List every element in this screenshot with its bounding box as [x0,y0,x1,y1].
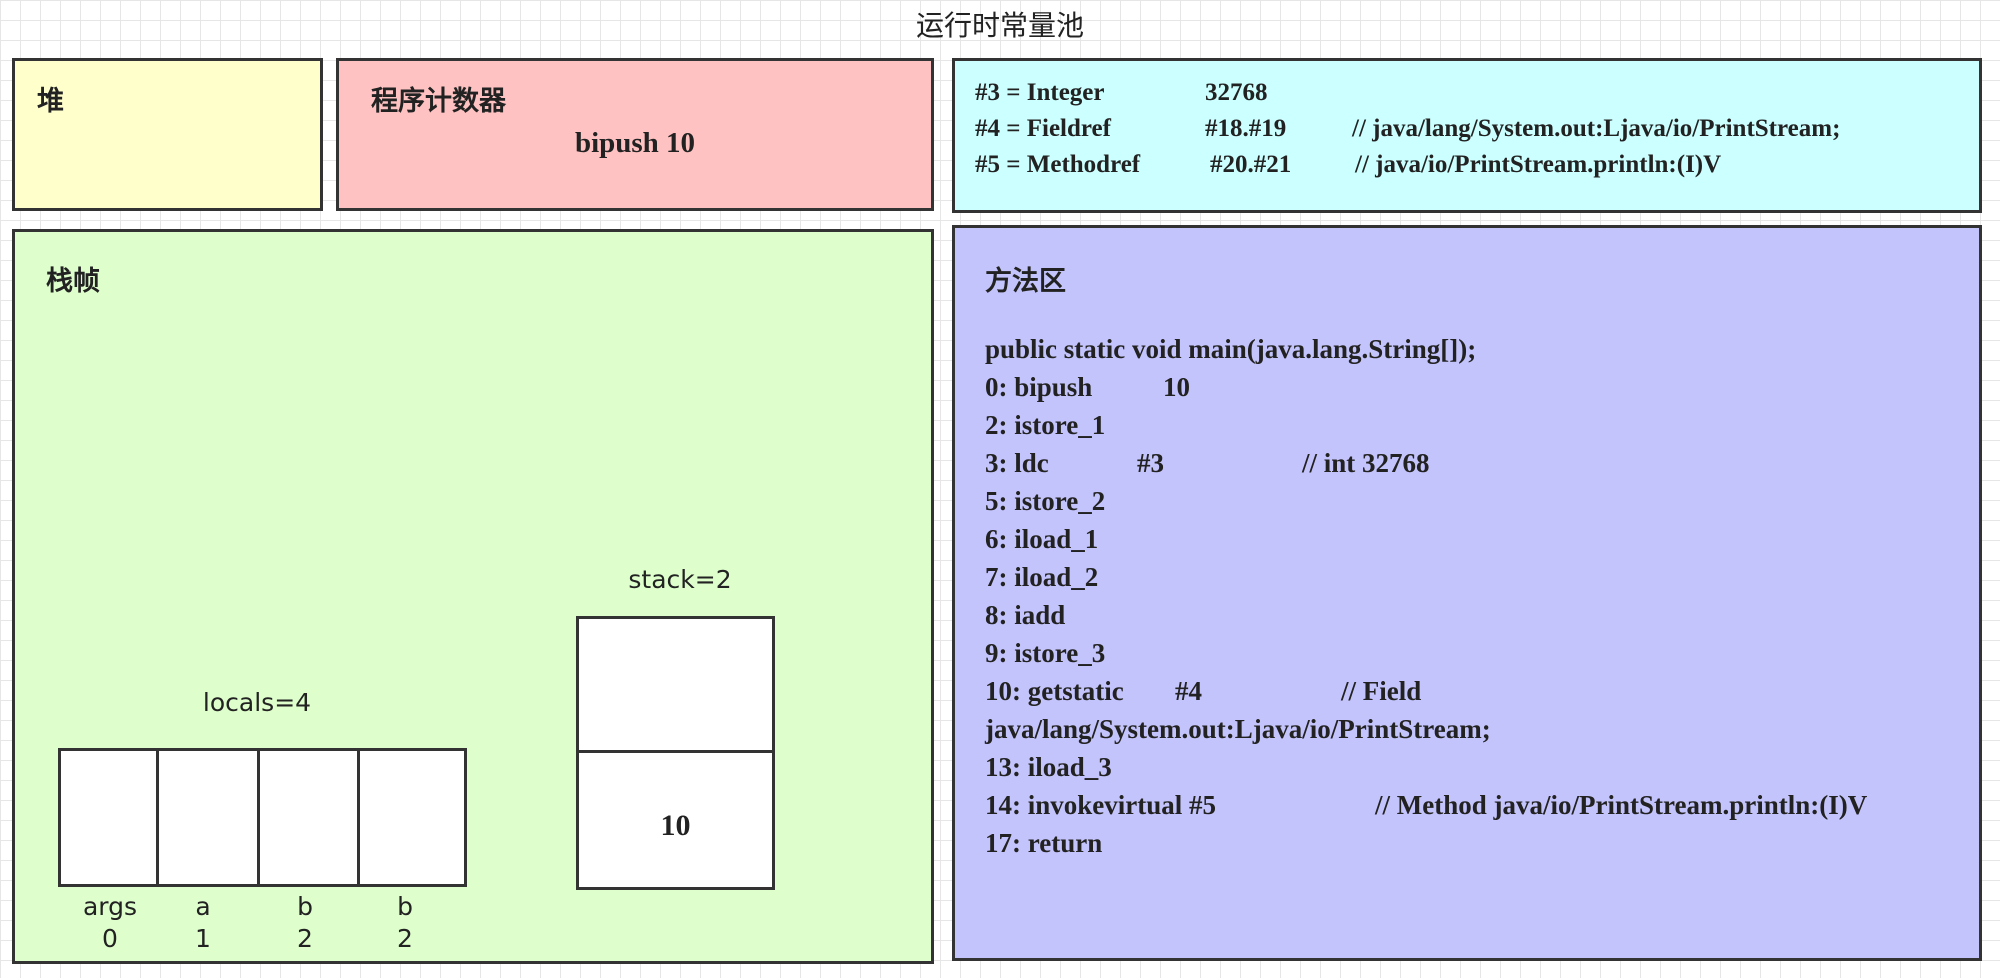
local-slot-3 [357,748,467,887]
local-name-3: b [397,892,413,921]
local-index-2: 2 [297,924,313,953]
local-name-2: b [297,892,313,921]
local-index-3: 2 [397,924,413,953]
pc-register-title: 程序计数器 [371,86,506,117]
pool-entry: #4 = Fieldref#18.#19// java/lang/System.… [975,115,1841,142]
bytecode-line: 3: ldc#3// int 32768 [985,448,1430,478]
bytecode-line: 14: invokevirtual #5// Method java/io/Pr… [985,790,1868,820]
bytecode-line: 10: getstatic#4// Field [985,676,1422,706]
local-name-0: args [82,892,138,921]
bytecode-line: 9: istore_3 [985,638,1106,668]
pc-register-instruction: bipush 10 [574,127,696,159]
constant-pool-title: 运行时常量池 [915,9,1084,42]
local-slot-0 [58,748,159,887]
bytecode-line: 8: iadd [985,600,1066,630]
local-slot-2 [257,748,360,887]
locals-label: locals=4 [202,688,312,717]
heap-title: 堆 [37,86,64,117]
stack-slot-bottom: 10 [576,750,775,890]
bytecode-line: 17: return [985,828,1103,858]
pool-entry: #5 = Methodref#20.#21// java/io/PrintStr… [975,151,1722,178]
stack-slot-value: 10 [660,809,691,842]
bytecode-line: 6: iload_1 [985,524,1099,554]
bytecode-line: 5: istore_2 [985,486,1106,516]
heap-box: 堆 [12,58,323,211]
stack-label: stack=2 [628,565,732,594]
method-area-box: 方法区 [952,225,1982,961]
local-slot-1 [156,748,260,887]
constant-pool-box [952,58,1982,213]
bytecode-line: 7: iload_2 [985,562,1099,592]
bytecode-line: 13: iload_3 [985,752,1112,782]
bytecode-line: 2: istore_1 [985,410,1106,440]
bytecode-line: java/lang/System.out:Ljava/io/PrintStrea… [985,714,1491,744]
bytecode-line: public static void main(java.lang.String… [985,334,1477,364]
stack-slot-top [576,616,775,755]
local-name-1: a [195,892,211,921]
local-index-0: 0 [102,924,118,953]
local-index-1: 1 [195,924,211,953]
pc-register-box: 程序计数器 bipush 10 [336,58,934,211]
method-area-title: 方法区 [985,266,1066,297]
stack-frame-title: 栈帧 [46,266,100,297]
